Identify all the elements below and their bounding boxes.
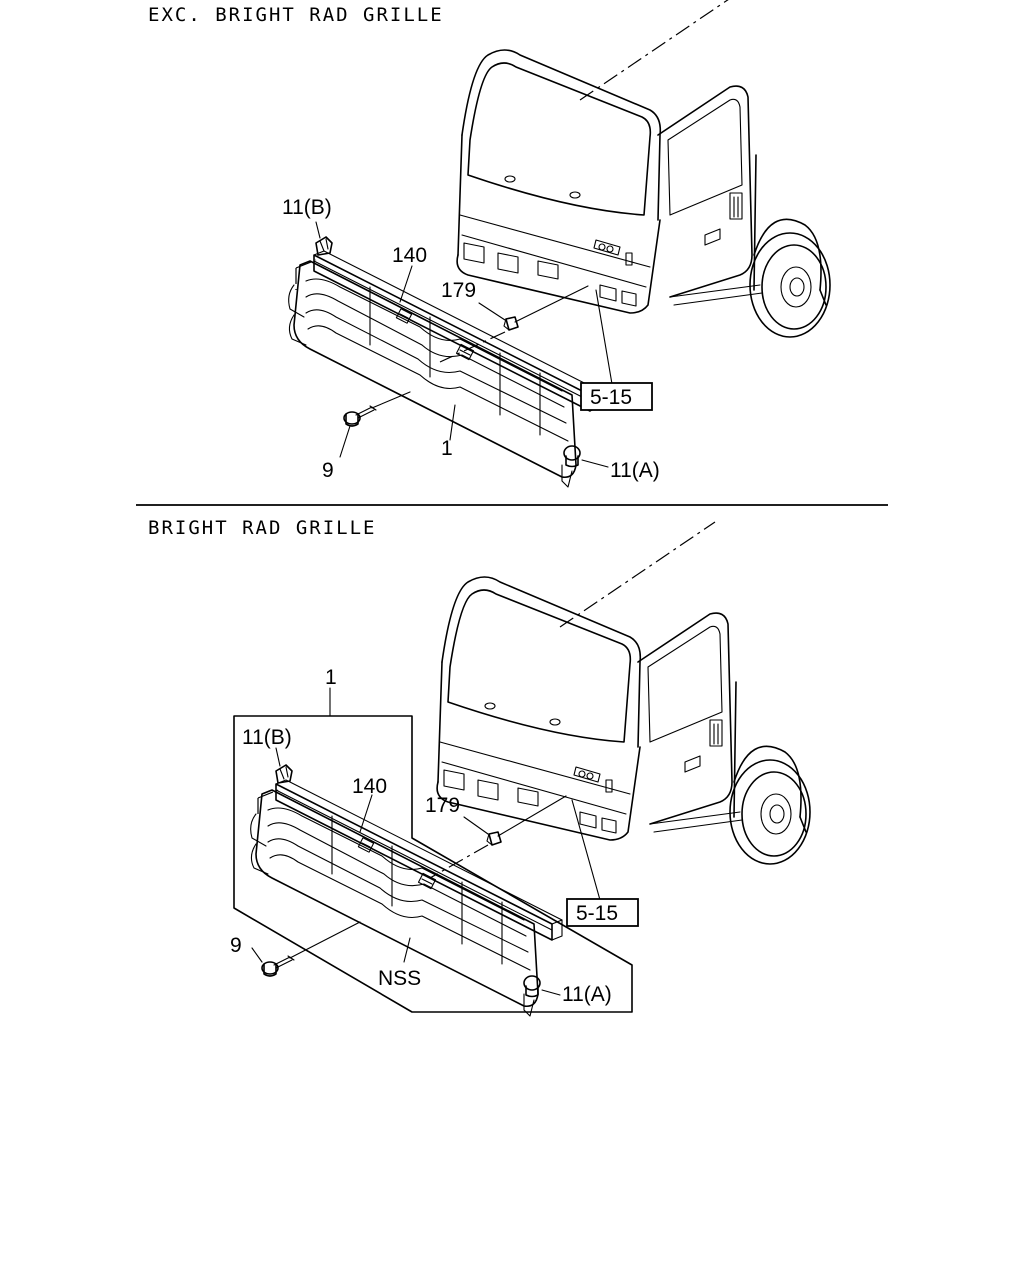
screw-icon <box>261 955 295 977</box>
callout-11a: 11(A) <box>562 983 612 1006</box>
callout-11b: 11(B) <box>282 196 332 219</box>
callout-nss: NSS <box>378 967 421 990</box>
clip-nut-icon <box>503 316 519 331</box>
ref-box <box>566 898 639 927</box>
truck-cab-illustration <box>456 0 831 338</box>
callout-11b: 11(B) <box>242 726 292 749</box>
section-bright-rad-grille: BRIGHT RAD GRILLE 1 11(B) 140 179 5-15 9… <box>148 517 811 1017</box>
callout-1: 1 <box>325 666 337 689</box>
clip-nut-icon <box>486 831 502 846</box>
callout-179: 179 <box>425 794 460 817</box>
clip-b-icon <box>315 236 333 256</box>
section-heading: BRIGHT RAD GRILLE <box>148 517 376 539</box>
callout-140: 140 <box>392 244 427 267</box>
callout-179: 179 <box>441 279 476 302</box>
callout-9: 9 <box>230 934 242 957</box>
callout-9: 9 <box>322 459 334 482</box>
section-exc-bright-rad-grille: EXC. BRIGHT RAD GRILLE 11(B) 140 179 5-1… <box>148 0 831 488</box>
truck-cab-illustration <box>436 521 811 865</box>
callout-ref-5-15[interactable]: 5-15 <box>590 386 632 409</box>
ref-box <box>580 382 653 411</box>
section-heading: EXC. BRIGHT RAD GRILLE <box>148 4 444 26</box>
callout-140: 140 <box>352 775 387 798</box>
screw-icon <box>343 405 377 427</box>
callout-1: 1 <box>441 437 453 460</box>
clip-a-icon <box>523 975 541 998</box>
callout-ref-5-15[interactable]: 5-15 <box>576 902 618 925</box>
callout-11a: 11(A) <box>610 459 660 482</box>
clip-a-icon <box>563 445 581 468</box>
assembly-boundary <box>233 715 633 1013</box>
